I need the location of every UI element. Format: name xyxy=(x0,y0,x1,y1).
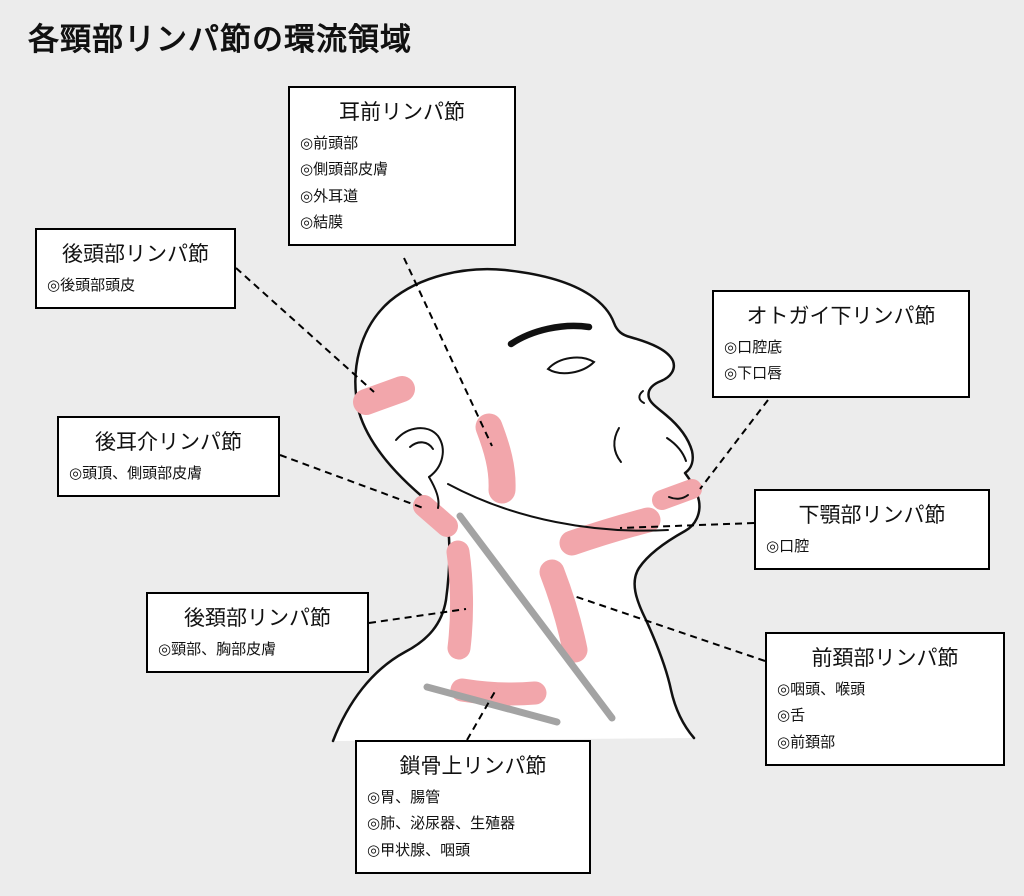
node-region-submental xyxy=(652,479,702,510)
sternocleidomastoid-line xyxy=(456,512,616,722)
jaw-line xyxy=(447,483,669,532)
box-title-submandibular: 下顎部リンパ節 xyxy=(798,504,946,527)
box-item: ◎舌 xyxy=(777,707,806,725)
node-region-posterior-cervical xyxy=(446,540,474,660)
connector-anterior-cervical xyxy=(573,595,766,662)
connector-submandibular xyxy=(619,522,755,529)
box-item: ◎口腔底 xyxy=(724,339,783,356)
ear-sketch xyxy=(395,427,444,478)
mouth-line xyxy=(666,437,687,462)
connector-posterior-cervical xyxy=(368,608,467,624)
label-box-submental: オトガイ下リンパ節 ◎口腔底 ◎下口唇 xyxy=(712,290,970,398)
box-item: ◎下口唇 xyxy=(724,365,783,383)
box-item: ◎前頚部 xyxy=(777,733,836,751)
box-title-postauricular: 後耳介リンパ節 xyxy=(95,431,242,454)
clavicle-line xyxy=(423,683,561,726)
box-title-occipital: 後頭部リンパ節 xyxy=(62,243,209,266)
label-box-preauricular: 耳前リンパ節 ◎前頭部 ◎側頭部皮膚 ◎外耳道 ◎結膜 xyxy=(288,86,516,246)
ear-inner-line xyxy=(409,441,434,450)
label-box-posterior-cervical: 後頚部リンパ節 ◎頸部、胸部皮膚 xyxy=(146,592,369,674)
connector-preauricular xyxy=(403,257,493,447)
box-title-submental: オトガイ下リンパ節 xyxy=(746,305,936,328)
eye-outline xyxy=(546,356,596,375)
box-title-supraclavicular: 鎖骨上リンパ節 xyxy=(399,755,547,778)
node-region-postauricular xyxy=(413,495,458,537)
node-region-preauricular xyxy=(475,413,516,504)
connector-supraclavicular xyxy=(466,687,498,741)
connector-submental xyxy=(699,399,769,490)
nostril-line xyxy=(638,390,645,404)
box-item: ◎甲状腺、咽頭 xyxy=(367,841,471,859)
connector-occipital xyxy=(235,267,375,393)
box-title-preauricular: 耳前リンパ節 xyxy=(339,101,465,124)
box-item: ◎頸部、胸部皮膚 xyxy=(158,641,277,658)
box-item: ◎側頭部皮膚 xyxy=(300,161,389,179)
box-item: ◎後頭部頭皮 xyxy=(47,277,136,294)
box-item: ◎胃、腸管 xyxy=(367,789,441,806)
node-region-anterior-cervical xyxy=(539,559,588,663)
connector-postauricular xyxy=(279,454,427,510)
label-box-supraclavicular: 鎖骨上リンパ節 ◎胃、腸管 ◎肺、泌尿器、生殖器 ◎甲状腺、咽頭 xyxy=(355,740,591,874)
chin-crease-line xyxy=(668,494,689,500)
box-item: ◎結膜 xyxy=(300,213,344,231)
page-title: 各頸部リンパ節の環流領域 xyxy=(28,22,412,57)
label-box-anterior-cervical: 前頚部リンパ節 ◎咽頭、喉頭 ◎舌 ◎前頚部 xyxy=(765,632,1005,766)
label-box-occipital: 後頭部リンパ節 ◎後頭部頭皮 xyxy=(35,228,236,310)
box-item: ◎肺、泌尿器、生殖器 xyxy=(367,815,516,833)
box-item: ◎頭頂、側頭部皮膚 xyxy=(69,465,203,482)
box-item: ◎咽頭、喉頭 xyxy=(777,681,866,698)
node-region-occipital xyxy=(353,376,415,415)
box-title-posterior-cervical: 後頚部リンパ節 xyxy=(184,607,331,630)
label-box-submandibular: 下顎部リンパ節 ◎口腔 xyxy=(754,489,990,571)
eyebrow-line xyxy=(507,322,593,348)
box-item: ◎前頭部 xyxy=(300,135,359,152)
label-box-postauricular: 後耳介リンパ節 ◎頭頂、側頭部皮膚 xyxy=(57,416,280,498)
nasolabial-line xyxy=(613,427,622,463)
box-title-anterior-cervical: 前頚部リンパ節 xyxy=(811,647,959,670)
ear-lobe-line xyxy=(428,476,440,509)
node-region-supraclavicular xyxy=(450,678,547,706)
box-item: ◎外耳道 xyxy=(300,187,359,205)
box-item: ◎口腔 xyxy=(766,538,810,555)
